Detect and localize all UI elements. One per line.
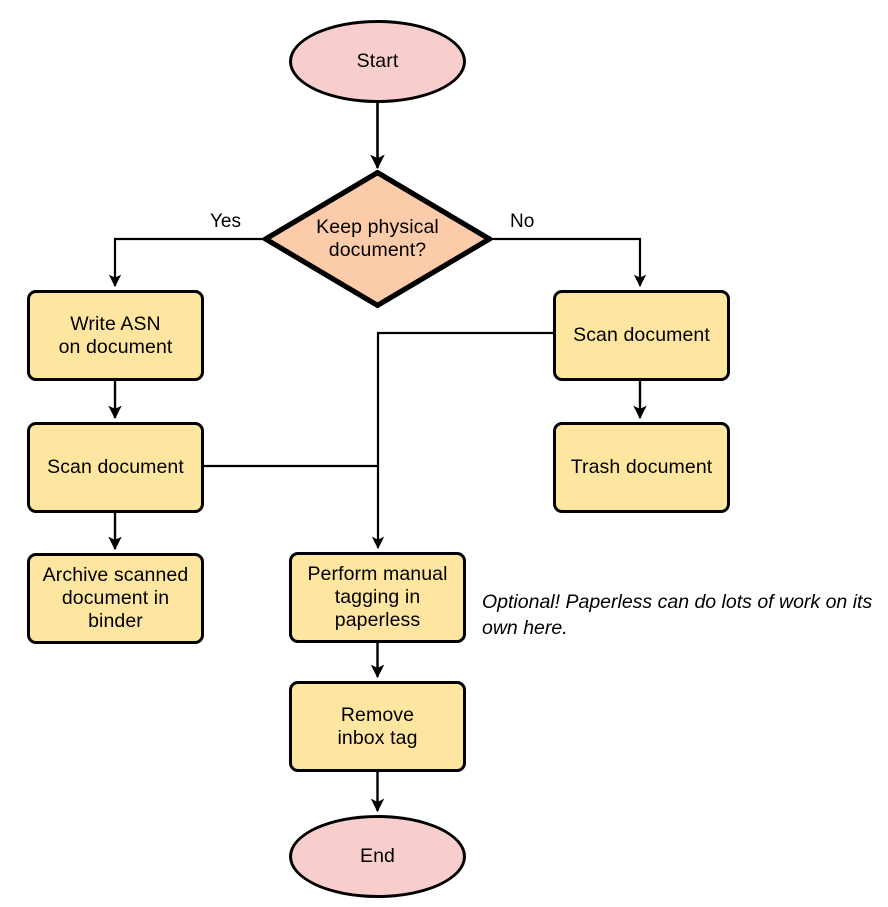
node-scan-document-right[interactable]: Scan document (553, 290, 730, 381)
node-write-asn-label: Write ASN on document (58, 312, 173, 358)
node-archive-scanned-document[interactable]: Archive scanned document in binder (27, 553, 204, 644)
node-scan-document-right-label: Scan document (573, 324, 710, 346)
node-start-label: Start (356, 50, 399, 72)
node-decision-keep-physical-document[interactable]: Keep physical document? (263, 170, 492, 308)
edge-decision-yes-to-write-asn (108, 237, 265, 287)
edge-label-yes: Yes (210, 211, 241, 232)
edge-scan-right-to-manual-tagging (371, 331, 553, 549)
node-start[interactable]: Start (289, 20, 466, 103)
node-perform-manual-tagging[interactable]: Perform manual tagging in paperless (289, 552, 466, 643)
node-manual-tagging-label: Perform manual tagging in paperless (307, 563, 448, 631)
node-scan-document-left-label: Scan document (47, 456, 184, 478)
node-remove-inbox-tag[interactable]: Remove inbox tag (289, 681, 466, 772)
node-write-asn-on-document[interactable]: Write ASN on document (27, 290, 204, 381)
node-trash-document[interactable]: Trash document (553, 422, 730, 513)
node-remove-inbox-tag-label: Remove inbox tag (337, 703, 418, 749)
node-end[interactable]: End (289, 815, 466, 898)
node-scan-document-left[interactable]: Scan document (27, 422, 204, 513)
node-decision-label: Keep physical document? (316, 216, 439, 261)
node-archive-label: Archive scanned document in binder (42, 564, 189, 632)
diamond-shape (263, 170, 492, 308)
optional-note: Optional! Paperless can do lots of work … (482, 591, 873, 639)
node-end-label: End (360, 845, 395, 867)
node-trash-document-label: Trash document (570, 456, 713, 478)
edge-label-no: No (510, 211, 535, 232)
edge-decision-no-to-scan-right (490, 237, 647, 287)
